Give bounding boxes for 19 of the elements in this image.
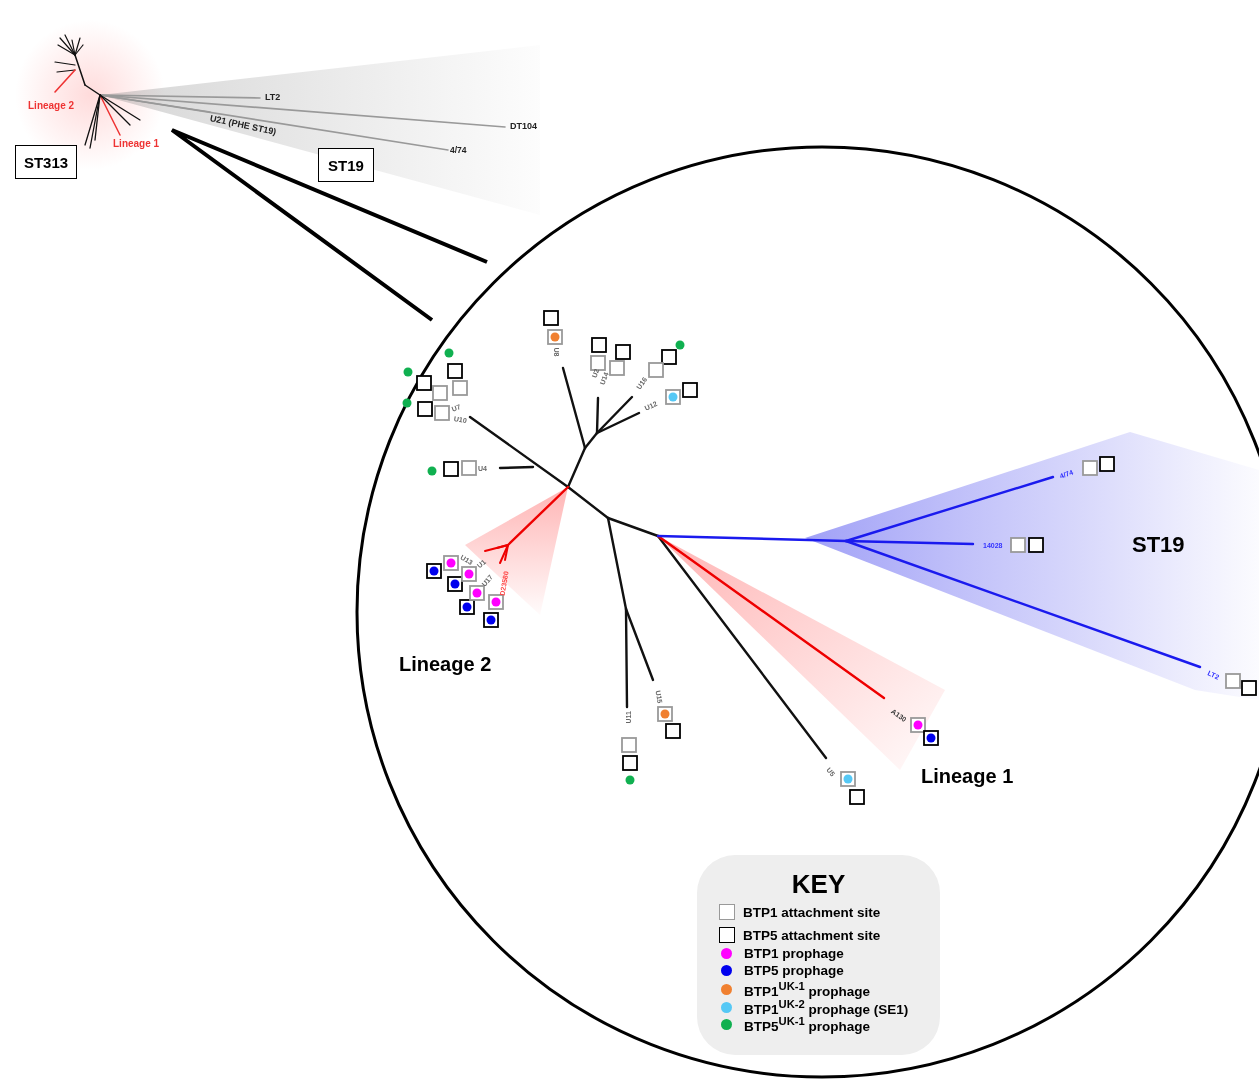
lineage-label: Lineage 1: [921, 766, 1014, 786]
legend-text: BTP1$^{UK-2}$ prophage (SE1): [744, 998, 909, 1017]
key-heading: KEY: [790, 869, 847, 900]
strain-label: U21 (PHE ST19): [209, 113, 277, 137]
lineage-label: Lineage 2: [399, 654, 492, 674]
key-panel: [697, 855, 940, 1055]
lineage-label: Lineage 1: [113, 139, 160, 149]
clade-label: ST19: [1132, 534, 1185, 556]
legend-text: BTP1 prophage: [744, 946, 844, 961]
legend-text: BTP1$^{UK-1}$ prophage: [744, 980, 871, 999]
clade-box: ST313: [15, 145, 77, 179]
strain-label: LT2: [265, 92, 281, 102]
strain-label: DT104: [510, 121, 537, 131]
legend-text: BTP1 attachment site: [743, 904, 881, 920]
strain-label: 4/74: [450, 145, 467, 155]
legend-text: BTP5 attachment site: [743, 927, 881, 943]
legend-text: BTP5 prophage: [744, 963, 844, 978]
clade-box: ST19: [318, 148, 374, 182]
lineage-label: Lineage 2: [28, 101, 75, 111]
